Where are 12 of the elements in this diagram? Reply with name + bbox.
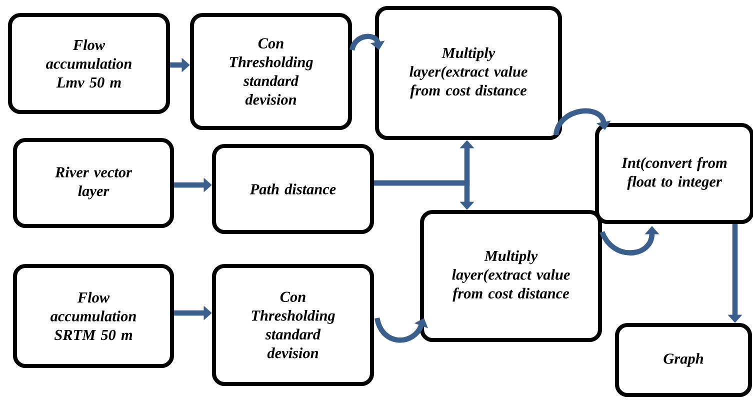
process-box: Multiply layer(extract value from cost distance [420,210,602,342]
process-box: Con Thresholding standard devision [190,12,352,130]
process-box: Path distance [212,144,374,234]
process-box: Int(convert from float to integer [594,122,753,224]
process-box: Con Thresholding standard devision [212,264,374,386]
process-box: River vector layer [12,138,174,228]
arrow [349,34,385,51]
arrow [553,108,611,136]
process-box: Flow accumulation SRTM 50 m [12,264,174,368]
process-box: Multiply layer(extract value from cost distance [374,6,562,140]
process-box: Graph [614,322,752,398]
process-box: Flow accumulation Lmv 50 m [8,12,170,114]
